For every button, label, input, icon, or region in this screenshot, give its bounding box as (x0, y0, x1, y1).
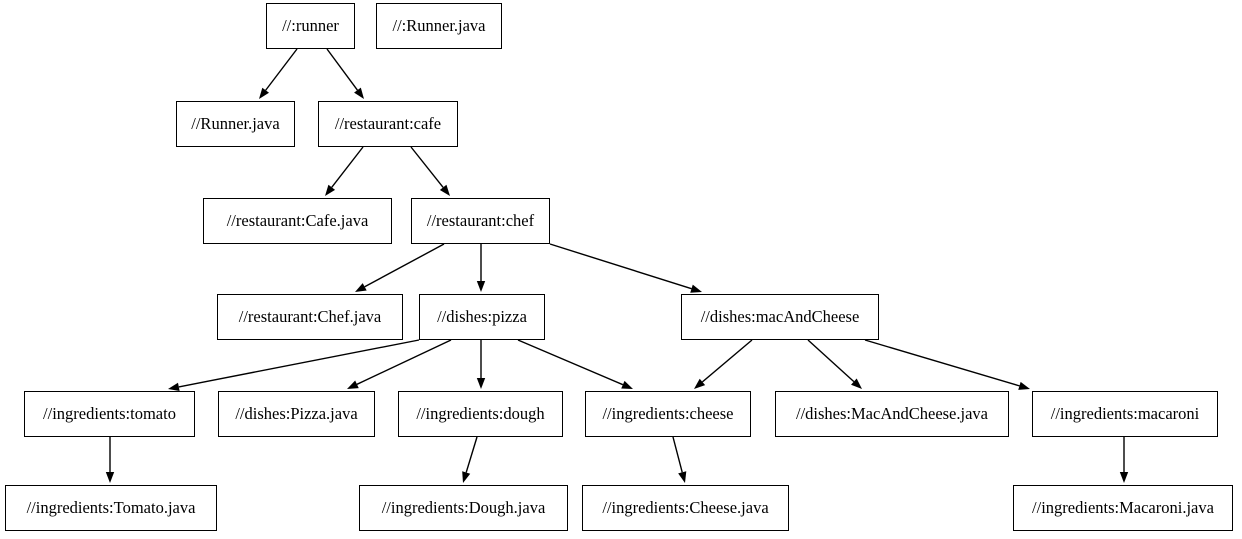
graph-node-label: //ingredients:Tomato.java (26, 497, 196, 517)
graph-node-label: //ingredients:tomato (43, 403, 176, 423)
graph-node-label: //ingredients:dough (416, 403, 545, 423)
graph-node-ingredients_macaroni_java[interactable]: //ingredients:Macaroni.java (1013, 485, 1233, 531)
graph-node-ingredients_tomato[interactable]: //ingredients:tomato (24, 391, 195, 437)
graph-node-label: //ingredients:Macaroni.java (1032, 497, 1214, 517)
graph-node-dishes_macandcheese[interactable]: //dishes:macAndCheese (681, 294, 879, 340)
graph-node-ingredients_macaroni[interactable]: //ingredients:macaroni (1032, 391, 1218, 437)
graph-node-runner_java_root[interactable]: //:Runner.java (376, 3, 502, 49)
graph-node-ingredients_dough_java[interactable]: //ingredients:Dough.java (359, 485, 568, 531)
graph-node-label: //dishes:pizza (437, 306, 527, 326)
graph-node-ingredients_dough[interactable]: //ingredients:dough (398, 391, 563, 437)
graph-node-runner_java[interactable]: //Runner.java (176, 101, 295, 147)
graph-node-ingredients_tomato_java[interactable]: //ingredients:Tomato.java (5, 485, 217, 531)
graph-node-label: //ingredients:cheese (602, 403, 734, 423)
graph-node-label: //:runner (282, 15, 339, 35)
graph-node-restaurant_chef_java[interactable]: //restaurant:Chef.java (217, 294, 403, 340)
graph-node-label: //dishes:macAndCheese (700, 306, 860, 326)
graph-node-dishes_pizza_java[interactable]: //dishes:Pizza.java (218, 391, 375, 437)
graph-node-label: //:Runner.java (392, 15, 486, 35)
graph-node-label: //ingredients:macaroni (1050, 403, 1200, 423)
graph-node-label: //ingredients:Cheese.java (602, 497, 769, 517)
graph-node-restaurant_cafe_java[interactable]: //restaurant:Cafe.java (203, 198, 392, 244)
graph-node-label: //restaurant:cafe (334, 113, 442, 133)
graph-node-dishes_macandcheese_java[interactable]: //dishes:MacAndCheese.java (775, 391, 1009, 437)
graph-node-label: //restaurant:chef (426, 210, 535, 230)
graph-node-label: //restaurant:Cafe.java (226, 210, 369, 230)
graph-node-dishes_pizza[interactable]: //dishes:pizza (419, 294, 545, 340)
graph-node-label: //Runner.java (191, 113, 280, 133)
graph-node-ingredients_cheese[interactable]: //ingredients:cheese (585, 391, 751, 437)
graph-node-label: //dishes:MacAndCheese.java (796, 403, 988, 423)
graph-node-restaurant_chef[interactable]: //restaurant:chef (411, 198, 550, 244)
graph-node-runner[interactable]: //:runner (266, 3, 355, 49)
graph-node-label: //restaurant:Chef.java (238, 306, 382, 326)
graph-node-label: //dishes:Pizza.java (235, 403, 358, 423)
graph-node-ingredients_cheese_java[interactable]: //ingredients:Cheese.java (582, 485, 789, 531)
graph-node-label: //ingredients:Dough.java (381, 497, 546, 517)
graph-node-restaurant_cafe[interactable]: //restaurant:cafe (318, 101, 458, 147)
